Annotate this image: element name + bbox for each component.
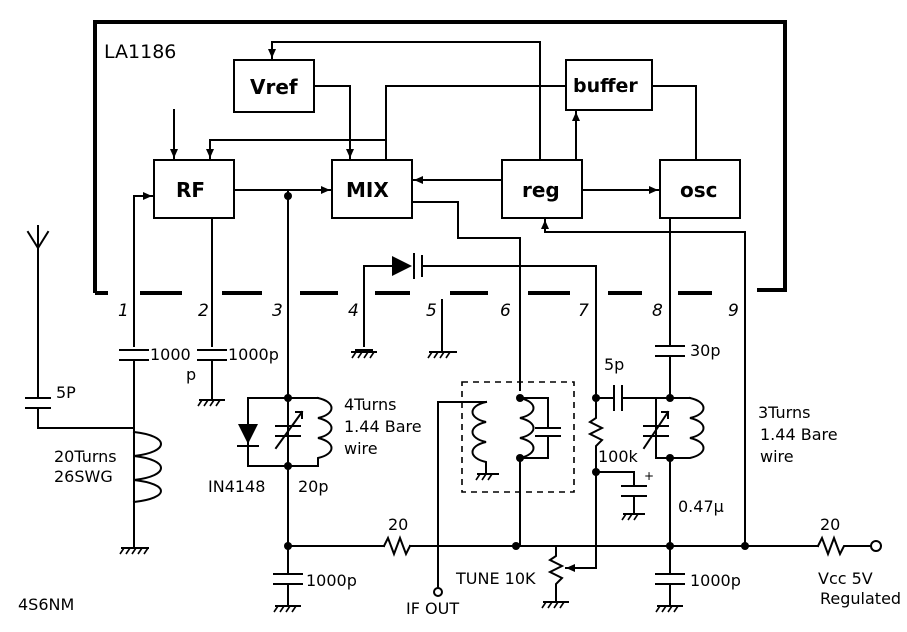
pin-3: 3 — [272, 301, 283, 321]
pin-6: 6 — [500, 301, 511, 321]
pin-5: 5 — [426, 301, 437, 321]
junction-pin3 — [284, 192, 292, 200]
block-mix: MIX — [331, 159, 413, 219]
tune-potentiometer — [541, 471, 597, 609]
pin-8: 8 — [652, 301, 663, 321]
junction-rail-if — [512, 542, 520, 550]
coil-rf-label-2: 1.44 Bare — [344, 417, 422, 436]
junction-if-top — [516, 394, 524, 402]
tuning-diode-top — [351, 253, 597, 399]
coil-osc-label-3: wire — [760, 447, 794, 466]
pin-7: 7 — [578, 301, 589, 321]
plus-label: + — [644, 469, 654, 483]
block-buffer: buffer — [565, 59, 653, 111]
pin4-ground-hatch — [351, 351, 375, 359]
reg-label: reg — [522, 178, 560, 202]
capacitor-antenna — [25, 397, 135, 429]
c-pin1-label-b: p — [186, 365, 196, 384]
internal-wiring — [133, 41, 746, 546]
capacitor-pin1 — [119, 349, 149, 547]
r-rf-label: 20 — [388, 515, 408, 534]
capacitor-30p — [655, 345, 685, 399]
pin-labels: 1 2 3 4 5 6 7 8 9 — [118, 301, 739, 321]
pin5-ground — [427, 299, 457, 359]
osc-tank — [587, 385, 705, 547]
credit-label: 4S6NM — [18, 595, 74, 614]
c-047-label: 0.47μ — [678, 497, 724, 516]
diode-label: IN4148 — [208, 477, 265, 496]
c-pin1-label-a: 1000 — [150, 345, 191, 364]
c-rf-bypass-label: 1000p — [306, 571, 357, 590]
c-vcc-bypass-label: 1000p — [690, 571, 741, 590]
chip-name: LA1186 — [104, 41, 176, 63]
block-vref: Vref — [233, 59, 315, 113]
buffer-label: buffer — [573, 75, 638, 97]
r-vcc-label: 20 — [820, 515, 840, 534]
antenna-icon — [26, 225, 50, 397]
c-ant-label: 5P — [56, 383, 76, 402]
coil-ant-label-2: 26SWG — [54, 467, 113, 486]
vref-label: Vref — [250, 75, 298, 99]
junction-rf-top — [284, 394, 292, 402]
block-rf: RF — [153, 159, 235, 219]
junction-rf-bottom — [284, 462, 292, 470]
pin-2: 2 — [198, 301, 209, 321]
mix-label: MIX — [346, 178, 389, 202]
junction-osc-bottom — [666, 454, 674, 462]
c-var-rf-label: 20p — [298, 477, 329, 496]
junction-100k — [592, 468, 600, 476]
c-30p-label: 30p — [690, 341, 721, 360]
rf-label: RF — [176, 178, 205, 202]
junction-if-bottom — [516, 454, 524, 462]
block-reg: reg — [501, 159, 583, 219]
osc-label: osc — [680, 178, 718, 202]
if-transformer — [437, 381, 575, 591]
junction-rail-vcc — [741, 542, 749, 550]
if-out-terminal — [433, 587, 443, 597]
if-out-label: IF OUT — [406, 599, 459, 618]
junction-osc-left — [592, 394, 600, 402]
chip-outline — [93, 20, 787, 295]
pot-label: TUNE 10K — [455, 569, 536, 588]
coil-rf-label-1: 4Turns — [344, 395, 396, 414]
vcc-label-2: Regulated — [820, 589, 901, 608]
ground-antenna — [119, 547, 149, 555]
capacitor-rf-bypass — [273, 545, 303, 613]
supply-rail — [287, 535, 882, 557]
coil-osc-label-2: 1.44 Bare — [760, 425, 838, 444]
coil-rf-label-3: wire — [344, 439, 378, 458]
c-5p-label: 5p — [604, 355, 624, 374]
r-100k-label: 100k — [598, 447, 639, 466]
rf-tank — [237, 396, 333, 467]
pin-1: 1 — [118, 301, 129, 321]
capacitor-pin2 — [197, 349, 227, 407]
coil-ant-label-1: 20Turns — [54, 447, 117, 466]
coil-osc-label-1: 3Turns — [758, 403, 810, 422]
block-osc: osc — [659, 159, 741, 219]
pin-4: 4 — [348, 301, 359, 321]
coil-antenna — [132, 430, 162, 504]
c-pin2-label: 1000p — [228, 345, 279, 364]
vcc-label-1: Vcc 5V — [818, 569, 873, 588]
capacitor-vcc-bypass — [655, 545, 685, 613]
pin-9: 9 — [728, 301, 739, 321]
